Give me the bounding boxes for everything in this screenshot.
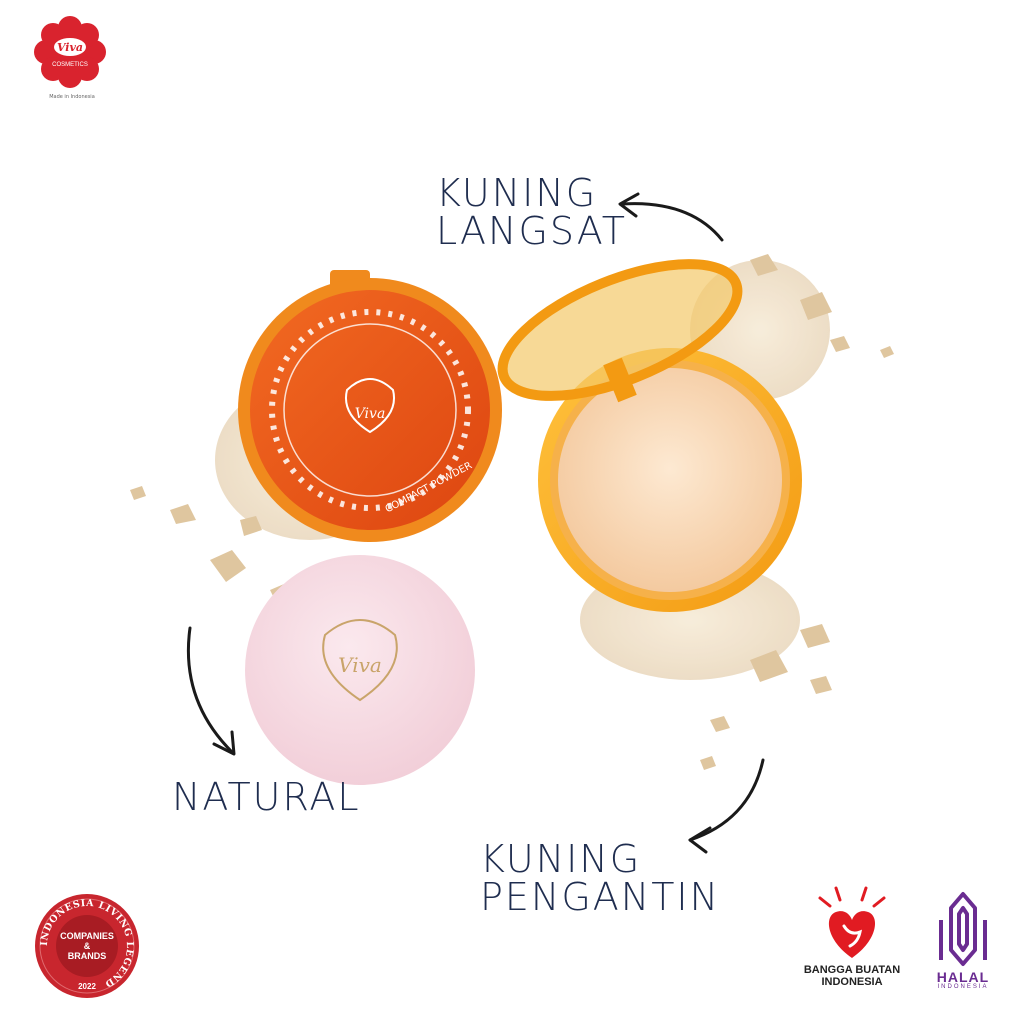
living-legend-badge: INDONESIA LIVING LEGEND COMPANIES & BRAN…: [35, 894, 139, 998]
logo-viva-text: Viva: [57, 41, 83, 54]
halal-subtitle: INDONESIA: [937, 984, 989, 990]
lid-logo: Viva: [355, 406, 386, 422]
badge-companies: COMPANIES: [60, 931, 114, 941]
viva-cosmetics-logo: Viva COSMETICS: [34, 16, 106, 88]
shade-line-1: KUNING: [480, 837, 642, 881]
halal-indonesia-logo: HALAL INDONESIA: [930, 890, 996, 990]
heart-icon: [818, 886, 886, 958]
halal-icon: [939, 892, 987, 966]
shade-line-2: LANGSAT: [436, 209, 627, 253]
compact-powder-product-photo: Viva Viva COMPACT POWDER: [130, 254, 894, 785]
puff-logo: Viva: [338, 653, 382, 677]
shade-label-natural: NATURAL: [172, 775, 361, 819]
logo-cosmetics-text: COSMETICS: [52, 62, 88, 68]
brand-tagline: Made in Indonesia: [49, 94, 95, 100]
shade-label-kuning-pengantin: KUNING PENGANTIN: [480, 840, 720, 916]
bangga-line-1: BANGGA BUATAN: [803, 964, 901, 976]
badge-year: 2022: [78, 982, 96, 991]
arrow-to-langsat: [620, 202, 724, 242]
bangga-buatan-indonesia-logo: BANGGA BUATAN INDONESIA: [796, 884, 908, 988]
shade-label-kuning-langsat: KUNING LANGSAT: [436, 174, 627, 250]
halal-word: HALAL: [936, 969, 990, 985]
badge-brands: BRANDS: [68, 951, 107, 961]
bangga-line-2: INDONESIA: [821, 976, 883, 988]
orange-compact-lid: Viva COMPACT POWDER: [238, 270, 502, 542]
open-compact-with-powder: [497, 259, 802, 612]
shade-line-1: KUNING: [436, 171, 598, 215]
shade-line-2: PENGANTIN: [480, 875, 721, 919]
badge-ampersand: &: [84, 941, 91, 951]
powder-puff: Viva: [245, 555, 475, 785]
